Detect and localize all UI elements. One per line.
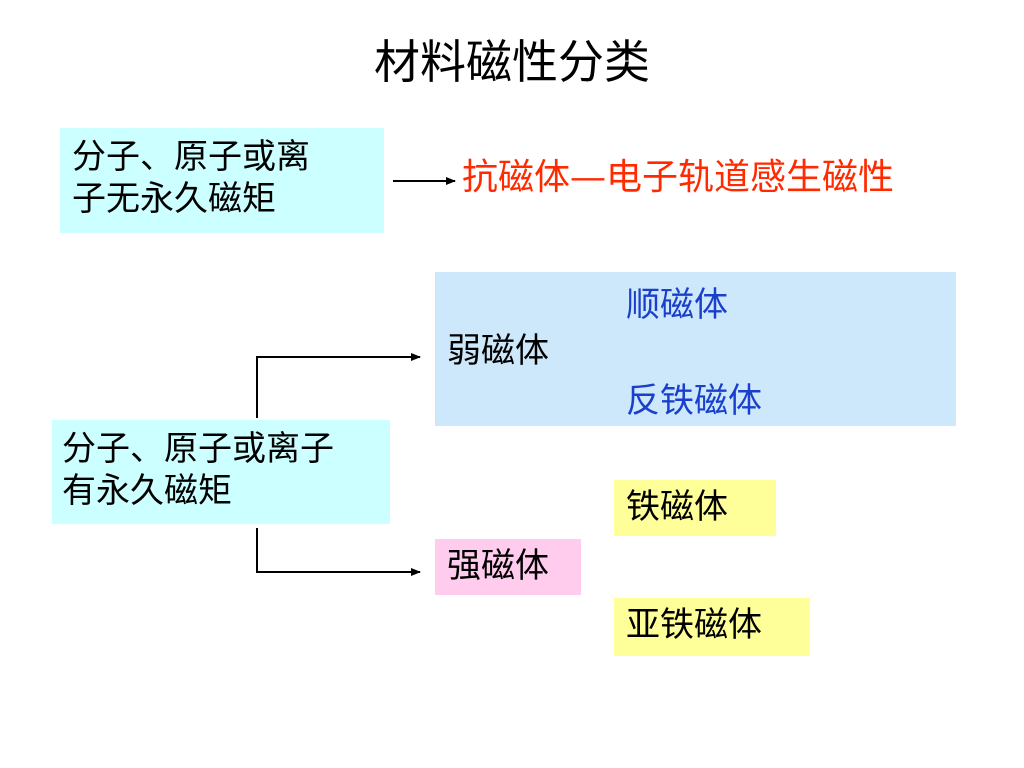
arrow-to-weak: [256, 353, 421, 418]
no-moment-line1: 分子、原子或离: [72, 137, 310, 177]
ferrimagnet-label: 亚铁磁体: [626, 605, 762, 645]
ferrimagnet-box: 亚铁磁体: [614, 598, 810, 656]
arrow-to-strong: [256, 528, 421, 576]
diamagnetism-label: 抗磁体—电子轨道感生磁性: [462, 157, 895, 198]
weak-magnet-label: 弱磁体: [447, 331, 549, 371]
slide-title: 材料磁性分类: [374, 35, 650, 89]
permanent-moment-box: 分子、原子或离子 有永久磁矩: [52, 420, 390, 524]
strong-magnet-box: 强磁体: [435, 539, 581, 595]
antiferromagnet-label: 反铁磁体: [626, 381, 762, 421]
has-moment-line1: 分子、原子或离子: [62, 429, 334, 469]
no-moment-line2: 子无永久磁矩: [72, 179, 276, 219]
has-moment-line2: 有永久磁矩: [62, 471, 232, 511]
paramagnet-label: 顺磁体: [626, 285, 728, 325]
no-permanent-moment-box: 分子、原子或离 子无永久磁矩: [60, 128, 384, 233]
strong-magnet-label: 强磁体: [447, 546, 549, 586]
weak-magnet-box: 顺磁体 弱磁体 反铁磁体: [435, 272, 956, 426]
ferromagnet-box: 铁磁体: [614, 480, 776, 536]
ferromagnet-label: 铁磁体: [626, 487, 728, 527]
